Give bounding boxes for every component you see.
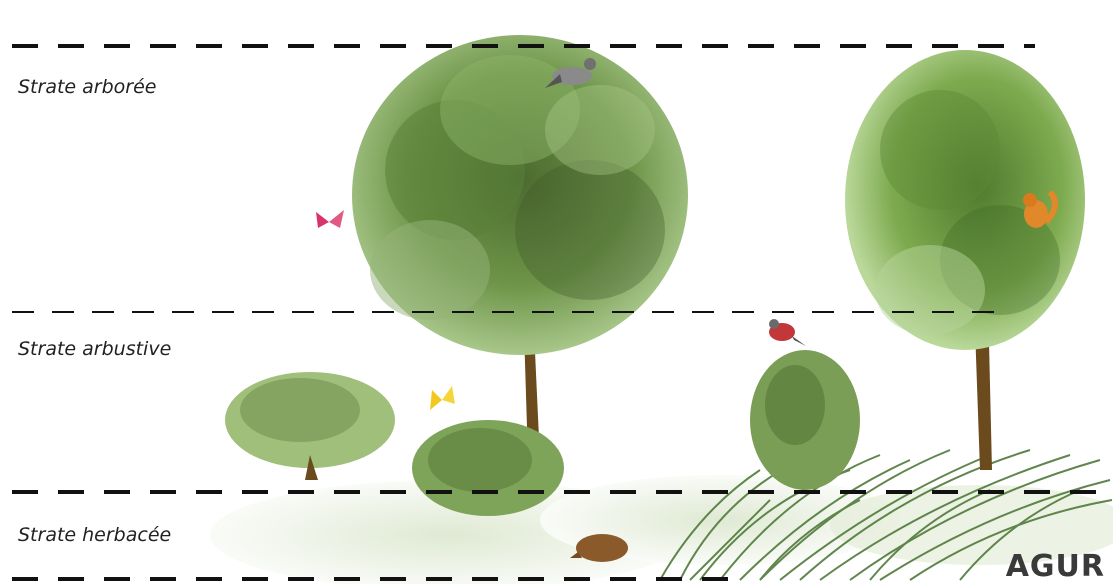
round-bush [412,420,564,516]
agur-logo: AGUR [1006,549,1105,584]
large-tree [352,35,688,460]
strata-label-arboree: Strate arborée [18,76,156,98]
strata-label-arbustive: Strate arbustive [18,338,171,360]
shrub-right [750,350,860,490]
butterfly-pink-icon [316,210,344,228]
strata-label-herbacee: Strate herbacée [18,524,171,546]
robin-icon [769,319,806,346]
right-tree [845,50,1085,470]
shrub-left [225,372,395,480]
butterfly-yellow-icon [430,386,455,410]
